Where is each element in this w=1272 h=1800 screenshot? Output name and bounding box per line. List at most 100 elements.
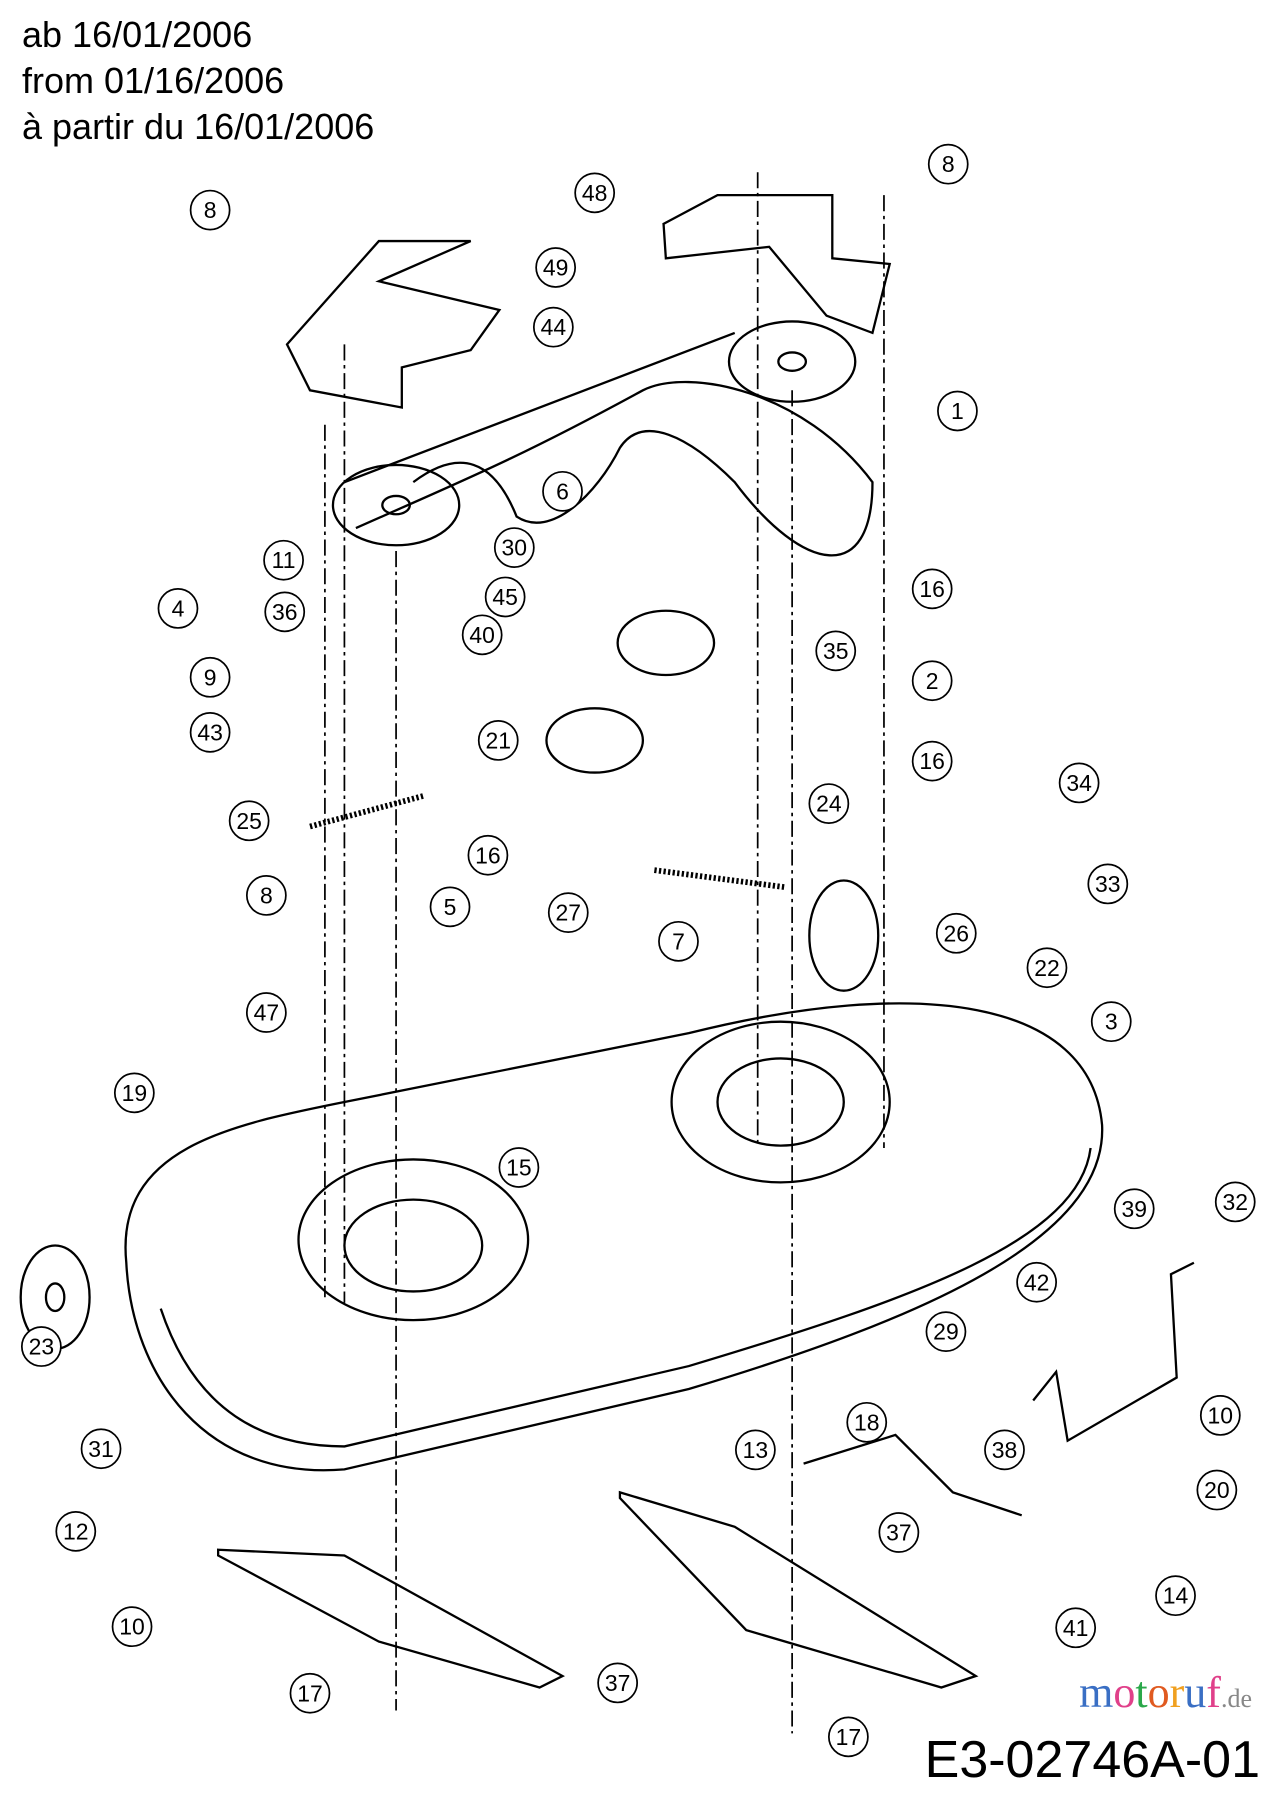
callout-label: 37 — [886, 1520, 912, 1546]
callout-circle — [1090, 1001, 1132, 1043]
callout-circle — [878, 1512, 920, 1553]
callout-label: 47 — [254, 1000, 280, 1026]
callout-label: 33 — [1095, 871, 1121, 897]
callout-25: 25 — [228, 800, 270, 842]
callout-label: 16 — [919, 576, 945, 602]
callout-circle — [911, 660, 953, 702]
callout-label: 20 — [1204, 1477, 1230, 1503]
callout-circle — [911, 740, 953, 782]
callout-26: 26 — [935, 912, 977, 954]
callout-11: 11 — [263, 539, 304, 581]
callout-label: 26 — [944, 920, 970, 946]
watermark-letter: u — [1184, 1668, 1207, 1717]
mower-blade-left — [216, 1548, 565, 1689]
callout-43: 43 — [189, 712, 231, 753]
callout-circle — [20, 1326, 62, 1367]
callout-label: 10 — [1208, 1402, 1234, 1428]
callout-34: 34 — [1058, 762, 1100, 804]
callout-13: 13 — [735, 1429, 776, 1471]
callout-14: 14 — [1155, 1575, 1196, 1617]
callout-circle — [493, 527, 535, 568]
callout-circle — [157, 588, 199, 629]
callout-label: 6 — [556, 478, 569, 504]
idler-pulley-upper — [616, 609, 716, 677]
callout-circle — [1016, 1261, 1058, 1303]
callout-38: 38 — [984, 1429, 1025, 1471]
callout-label: 2 — [926, 668, 939, 694]
callout-circle — [189, 712, 231, 753]
watermark-logo: motoruf.de — [1079, 1668, 1252, 1724]
callout-label: 13 — [743, 1437, 769, 1463]
mower-blade-right — [618, 1490, 979, 1689]
belt-shield-right — [662, 194, 892, 335]
lift-rod-39 — [1032, 1261, 1195, 1443]
callout-circle — [808, 783, 850, 824]
callout-circle — [846, 1401, 888, 1443]
callout-label: 32 — [1222, 1189, 1248, 1215]
validity-date-de: ab 16/01/2006 — [22, 14, 253, 55]
callout-18: 18 — [846, 1401, 888, 1443]
callout-23: 23 — [20, 1326, 62, 1367]
callout-20: 20 — [1196, 1469, 1238, 1511]
callout-circle — [1196, 1469, 1238, 1511]
callout-circle — [55, 1511, 97, 1552]
lift-rod-38 — [803, 1433, 1023, 1517]
callout-36: 36 — [264, 591, 306, 633]
watermark-letter: m — [1079, 1668, 1114, 1717]
callout-22: 22 — [1026, 947, 1068, 989]
callout-label: 30 — [502, 535, 528, 561]
callout-5: 5 — [429, 886, 471, 928]
callout-label: 3 — [1105, 1009, 1118, 1035]
callout-40: 40 — [461, 614, 503, 656]
callout-circle — [547, 892, 589, 934]
watermark-letter: t — [1135, 1668, 1148, 1717]
callout-circle — [1055, 1607, 1097, 1649]
callout-label: 31 — [88, 1436, 114, 1462]
callout-17: 17 — [827, 1716, 869, 1758]
idler-pulley-lower — [545, 707, 645, 774]
callout-circle — [542, 470, 583, 512]
callout-label: 9 — [204, 664, 217, 690]
callout-label: 7 — [672, 928, 685, 954]
callout-16: 16 — [467, 834, 509, 876]
callout-label: 41 — [1063, 1615, 1089, 1641]
watermark-suffix: .de — [1220, 1684, 1252, 1713]
callout-35: 35 — [815, 630, 857, 672]
callout-37: 37 — [878, 1512, 920, 1553]
callout-1: 1 — [937, 390, 978, 432]
callout-32: 32 — [1214, 1181, 1256, 1223]
callout-10: 10 — [111, 1606, 153, 1648]
callout-label: 43 — [197, 719, 223, 745]
callout-label: 44 — [541, 314, 567, 340]
callout-label: 4 — [172, 595, 185, 621]
callout-circle — [189, 656, 231, 698]
callout-circle — [1199, 1395, 1241, 1436]
callout-label: 12 — [63, 1518, 89, 1544]
callout-circle — [245, 875, 287, 916]
callout-circle — [1155, 1575, 1196, 1617]
callout-7: 7 — [658, 920, 699, 962]
spindle-pulley-left — [331, 463, 461, 547]
callout-circle — [189, 189, 231, 231]
callout-circle — [574, 172, 616, 214]
callout-label: 15 — [506, 1155, 532, 1181]
callout-circle — [113, 1072, 155, 1114]
watermark-letter: o — [1113, 1668, 1136, 1717]
spindle-pulley-right — [727, 320, 857, 403]
blade-housing-right — [670, 1020, 891, 1184]
callout-3: 3 — [1090, 1001, 1132, 1043]
callout-circle — [111, 1606, 153, 1648]
callout-label: 11 — [272, 547, 296, 573]
callout-circle — [289, 1672, 331, 1714]
callout-label: 16 — [919, 748, 945, 774]
callout-4: 4 — [157, 588, 199, 629]
callout-circle — [1058, 762, 1100, 804]
callout-label: 19 — [122, 1080, 148, 1106]
callout-circle — [477, 720, 519, 761]
callout-label: 36 — [272, 599, 298, 625]
callout-label: 23 — [29, 1334, 55, 1360]
callout-circle — [827, 1716, 869, 1758]
callout-circle — [935, 912, 977, 954]
